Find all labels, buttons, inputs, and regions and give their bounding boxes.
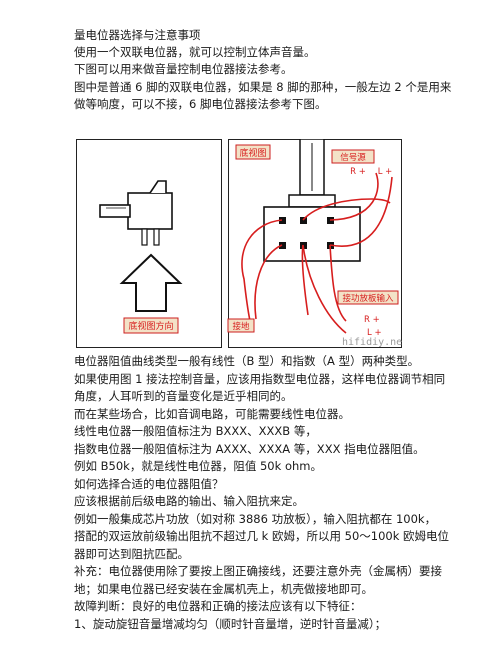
body-line: 搭配的双运放前级输出阻抗不超过几 k 欧姆，所以用 50～100k 欧姆电位	[74, 529, 450, 543]
body-line: 故障判断：良好的电位器和正确的接法应该有以下特征：	[74, 599, 362, 613]
body-line: 1、旋动旋钮音量增减均匀（顺时针音量增，逆时针音量减）；	[74, 617, 387, 631]
amp-input-label: 接功放板输入	[342, 293, 394, 304]
input-pin-left: L +	[378, 167, 393, 177]
body-line: 线性电位器一般阻值标注为 BXXX、XXXB 等，	[74, 424, 317, 438]
body-line: 角度，人耳听到的音量变化是近乎相同的。	[74, 389, 293, 403]
body-line: 如何选择合适的电位器阻值？	[74, 477, 224, 491]
amp-input-label-box	[337, 290, 399, 305]
wiring	[241, 172, 393, 334]
body-line: 而在某些场合，比如音调电路，可能需要线性电位器。	[74, 407, 350, 421]
intro-line: 做等响度，可以不接，6 脚电位器接法参考下图。	[74, 97, 327, 111]
intro-line: 图中是普通 6 脚的双联电位器，如果是 8 脚的那种，一般左边 2 个是用来	[74, 80, 452, 94]
body-line: 例如一般集成芯片功放（如对称 3886 功放板），输入阻抗都在 100k，	[74, 512, 437, 526]
intro-line: 下图可以用来做音量控制电位器接法参考。	[74, 62, 293, 76]
up-arrow-icon	[119, 253, 183, 312]
output-pin-right: R +	[364, 315, 380, 325]
intro-line: 使用一个双联电位器，就可以控制立体声音量。	[74, 45, 316, 59]
bottom-view-title-box	[235, 144, 271, 160]
ground-label-box	[227, 318, 255, 333]
ground-label: 接地	[232, 321, 250, 332]
body-line: 如果使用图 1 接法控制音量，应该用指数型电位器，这样电位器调节相同	[74, 372, 446, 386]
watermark: hifidiy.net	[342, 337, 402, 348]
output-pin-left: L +	[367, 328, 382, 338]
view-direction-label: 底视图方向	[128, 320, 173, 332]
body-line: 应该根据前后级电路的输出、输入阻抗来定。	[74, 494, 304, 508]
view-direction-label-box	[123, 317, 179, 334]
side-view-panel: 底视图方向	[76, 139, 222, 348]
input-pin-right: R +	[350, 167, 366, 177]
body-line: 器即可达到阻抗匹配。	[74, 547, 189, 561]
body-line: 例如 B50k，就是线性电位器，阻值 50k ohm。	[74, 459, 322, 473]
body-line: 地；如果电位器已经安装在金属机壳上，机壳做接地即可。	[74, 582, 373, 596]
body-line: 电位器阻值曲线类型一般有线性（B 型）和指数（A 型）两种类型。	[74, 354, 420, 368]
body-line: 补充：电位器使用除了要按上图正确接线，还要注意外壳（金属柄）要接	[74, 564, 442, 578]
potentiometer-wiring-figure: 底视图方向 底视图	[76, 139, 402, 348]
bottom-view-panel: 底视图	[227, 139, 402, 348]
body-line: 指数电位器一般阻值标注为 AXXX、XXXA 等，XXX 指电位器阻值。	[74, 442, 425, 456]
signal-source-label: 信号源	[340, 152, 366, 163]
document-title: 量电位器选择与注意事项	[74, 28, 201, 42]
bottom-view-title: 底视图	[239, 147, 266, 159]
signal-source-label-box	[331, 149, 375, 164]
potentiometer-side-icon	[99, 180, 173, 246]
